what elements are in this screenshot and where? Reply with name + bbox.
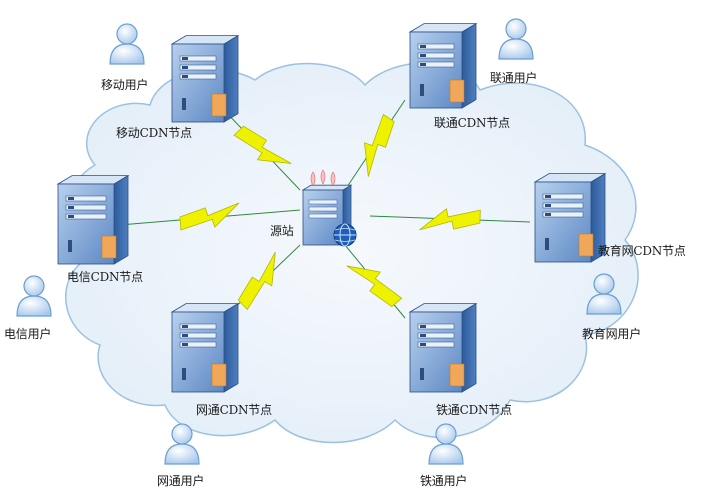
cdn-server-unicom [408, 22, 478, 109]
cdn-node-label-unicom: 联通CDN节点 [434, 116, 510, 130]
lightning-bolt-icon [233, 125, 292, 164]
user-icon-netcom [164, 423, 200, 465]
user-icon-edu [586, 273, 622, 315]
cdn-node-label-netcom: 网通CDN节点 [196, 403, 272, 417]
lightning-bolt-icon [346, 265, 403, 308]
user-icon-telecom [16, 275, 52, 317]
user-label-railcom: 铁通用户 [420, 474, 468, 488]
lightning-bolt-icon [363, 113, 395, 177]
cdn-node-label-telecom: 电信CDN节点 [67, 270, 143, 284]
cdn-server-netcom [170, 302, 240, 393]
cdn-server-mobile [170, 34, 240, 123]
user-label-edu: 教育网用户 [582, 327, 642, 341]
user-label-telecom: 电信用户 [4, 327, 52, 341]
user-group [16, 18, 622, 465]
cdn-server-railcom [408, 302, 478, 393]
server-group [56, 22, 607, 393]
lightning-bolt-icon [419, 208, 481, 231]
user-label-mobile: 移动用户 [101, 78, 149, 92]
source-label: 源站 [270, 224, 294, 238]
lightning-bolt-icon [179, 202, 240, 231]
lightning-bolt-icon [237, 251, 276, 311]
user-label-netcom: 网通用户 [157, 474, 205, 488]
cdn-node-label-railcom: 铁通CDN节点 [436, 403, 512, 417]
cdn-node-label-edu: 教育网CDN节点 [598, 244, 686, 258]
user-icon-mobile [109, 23, 145, 65]
cdn-server-telecom [56, 174, 130, 265]
user-icon-unicom [498, 18, 534, 60]
user-icon-railcom [428, 423, 464, 465]
user-label-unicom: 联通用户 [490, 71, 538, 85]
flame-icon [310, 169, 336, 187]
globe-icon [333, 223, 357, 247]
cdn-node-label-mobile: 移动CDN节点 [116, 126, 192, 140]
cdn-server-edu [533, 172, 607, 263]
source-server [301, 169, 357, 247]
connection-links [119, 99, 531, 319]
